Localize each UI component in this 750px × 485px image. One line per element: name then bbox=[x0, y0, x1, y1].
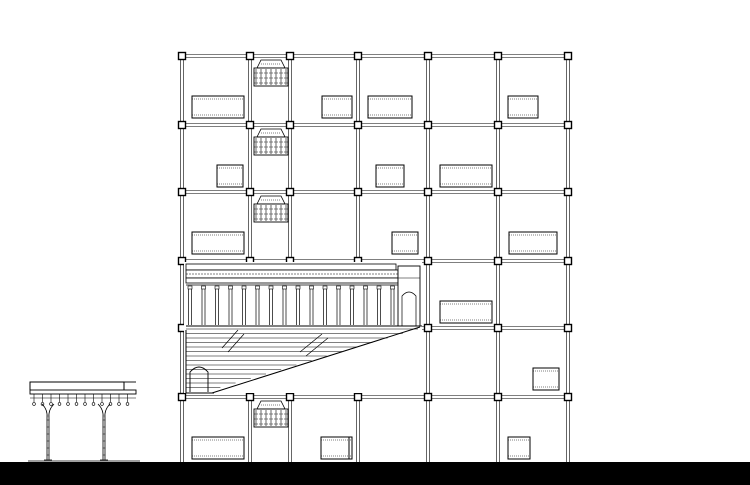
column-node bbox=[285, 187, 295, 197]
column-node bbox=[423, 256, 433, 266]
column-node bbox=[423, 120, 433, 130]
wall-panel bbox=[191, 95, 245, 119]
colonnade-column bbox=[282, 285, 287, 325]
wall-panel bbox=[508, 231, 558, 255]
column-node bbox=[493, 187, 503, 197]
column-node bbox=[245, 187, 255, 197]
column-node bbox=[423, 323, 433, 333]
column-node bbox=[177, 51, 187, 61]
column-node bbox=[493, 120, 503, 130]
bridge-pier bbox=[97, 403, 111, 461]
arched-entry bbox=[189, 366, 209, 392]
colonnade-column bbox=[376, 285, 382, 325]
carved-ornament-icon bbox=[253, 195, 289, 223]
colonnade-column bbox=[255, 285, 260, 325]
column-node bbox=[353, 51, 363, 61]
column-node bbox=[353, 392, 363, 402]
column-nodes bbox=[177, 51, 573, 402]
bridge-deck bbox=[29, 381, 125, 390]
wall-panel bbox=[216, 164, 244, 188]
wall-panel bbox=[320, 436, 350, 460]
wall-panel bbox=[439, 300, 493, 324]
carved-ornament-icon bbox=[253, 400, 289, 428]
wall-panel bbox=[191, 231, 245, 255]
wall-panel bbox=[191, 436, 245, 460]
wall-panel bbox=[321, 95, 353, 119]
stair-marks bbox=[221, 329, 329, 357]
colonnade-section-icon bbox=[184, 262, 422, 394]
column-node bbox=[423, 51, 433, 61]
bridge-pier-icon bbox=[28, 381, 140, 462]
colonnade-column bbox=[336, 285, 341, 325]
carved-ornament-icon bbox=[253, 59, 289, 87]
column-node bbox=[563, 120, 573, 130]
column-node bbox=[177, 392, 187, 402]
wall-panel bbox=[439, 164, 493, 188]
wall-panel bbox=[391, 231, 419, 255]
column-node bbox=[423, 392, 433, 402]
colonnade-column bbox=[228, 285, 233, 325]
column-node bbox=[563, 392, 573, 402]
carved-ornament-icon bbox=[253, 128, 289, 156]
column-node bbox=[493, 323, 503, 333]
column-node bbox=[245, 392, 255, 402]
column-node bbox=[423, 187, 433, 197]
column-node bbox=[245, 120, 255, 130]
colonnade-column bbox=[268, 285, 274, 325]
column-node bbox=[353, 120, 363, 130]
colonnade-column bbox=[349, 285, 355, 325]
colonnade-column bbox=[201, 285, 206, 325]
colonnade-column bbox=[322, 285, 328, 325]
column-node bbox=[493, 51, 503, 61]
column-node bbox=[245, 51, 255, 61]
ornament-group bbox=[253, 59, 289, 428]
colonnade-column bbox=[309, 285, 314, 325]
colonnade-column bbox=[295, 285, 301, 325]
colonnade-column bbox=[363, 285, 368, 325]
colonnade-column bbox=[390, 285, 395, 325]
colonnade-column bbox=[241, 285, 247, 325]
column-node bbox=[563, 51, 573, 61]
wall-panel bbox=[507, 436, 531, 460]
column-node bbox=[285, 120, 295, 130]
column-node bbox=[353, 187, 363, 197]
column-node bbox=[285, 51, 295, 61]
column-node bbox=[177, 256, 187, 266]
wall-panel bbox=[367, 95, 413, 119]
ground-band bbox=[0, 462, 750, 485]
wall-panel bbox=[532, 367, 560, 391]
column-node bbox=[493, 256, 503, 266]
column-node bbox=[563, 323, 573, 333]
column-node bbox=[493, 392, 503, 402]
column-node bbox=[177, 187, 187, 197]
colonnade-column bbox=[214, 285, 220, 325]
bridge-pier bbox=[41, 403, 55, 461]
colonnade-column bbox=[187, 285, 193, 325]
column-node bbox=[285, 392, 295, 402]
column-node bbox=[563, 187, 573, 197]
column-node bbox=[177, 120, 187, 130]
wall-panel bbox=[507, 95, 539, 119]
column-node bbox=[563, 256, 573, 266]
wall-panels bbox=[191, 95, 560, 460]
wall-panel bbox=[375, 164, 405, 188]
